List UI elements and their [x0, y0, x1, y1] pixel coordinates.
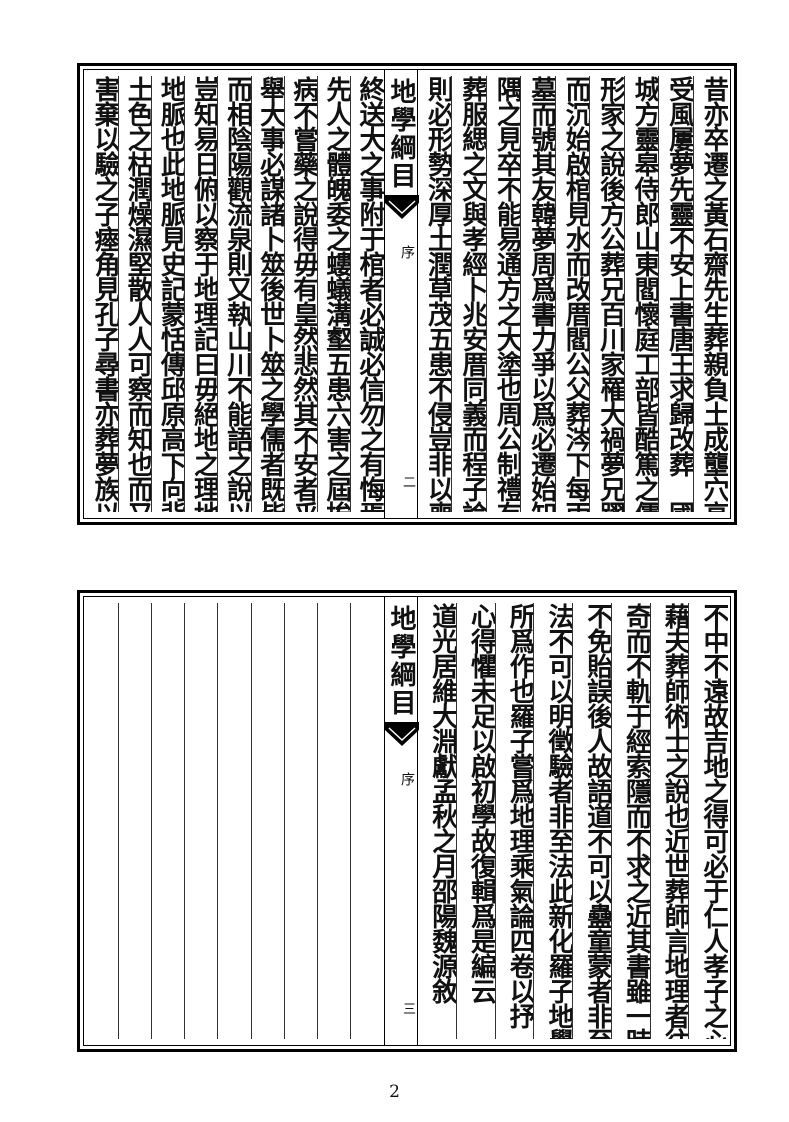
column-rule — [455, 603, 457, 1039]
text-block-right: 昔亦卒遷之黃石齋先生葬親負土成壟穴高石脊受風屢夢先靈不安上書唐王求歸改葬 國朝桐… — [418, 76, 728, 512]
text-column: 病不嘗藥之說得毋有皇然悲然其不安者乎古者 — [288, 76, 318, 512]
column-rule — [692, 76, 694, 512]
column-rule — [533, 603, 535, 1039]
text-column: 不免貽誤後人故語道不可以蠱童蒙者非至道立 — [582, 603, 612, 1039]
column-rule — [494, 603, 496, 1039]
text-column: 先人之體魄委之螻蟻溝壑五患六害之屆挨諸親 — [321, 76, 351, 512]
text-column: 豈知易日俯以察于地理記曰毋絕地之理地理卽 — [189, 76, 219, 512]
text-column: 終送大之事附于棺者必誠必信勿之有悔焉觀春 — [355, 76, 384, 512]
text-column: 昔亦卒遷之黃石齋先生葬親負土成壟穴高石脊 — [699, 76, 728, 512]
page-bottom: 地學綱目 序 三 不中不遠故吉地之得可必于仁人孝子之心而不藉夫葬師術士之說也近世… — [77, 590, 737, 1052]
column-rule — [316, 76, 318, 512]
fishtail-ornament — [385, 722, 419, 746]
text-column: 不中不遠故吉地之得可必于仁人孝子之心而不 — [699, 603, 728, 1039]
column-rule — [554, 76, 556, 512]
book-title: 地學綱目 — [386, 78, 416, 190]
center-margin: 地學綱目 序 三 — [384, 597, 419, 1045]
column-rule — [184, 603, 186, 1039]
column-rule — [250, 76, 252, 512]
page-top: 終送大之事附于棺者必誠必信勿之有悔焉觀春先人之體魄委之螻蟻溝壑五患六害之屆挨諸親… — [77, 63, 737, 525]
text-column: 藉夫葬師術士之說也近世葬師言地理者往往好 — [660, 603, 690, 1039]
folio-number: 二 — [400, 475, 415, 488]
column-rule — [610, 603, 612, 1039]
column-rule — [649, 603, 651, 1039]
text-column: 地脈也此地脈見史記蒙恬傳邱原高下向背人人可察而知也 — [156, 76, 186, 512]
column-rule — [658, 76, 660, 512]
text-column: 道光居維大淵獻孟秋之月邵陽魏源敘 — [427, 603, 457, 1003]
text-column: 而沉始啟棺見水而改厝閻公父葬涔下每雨潦繞 — [561, 76, 591, 512]
text-column: 受風屢夢先靈不安上書唐王求歸改葬 國朝桐 — [664, 76, 694, 512]
text-column: 土色之枯潤燥濕堅散人人可察而知也而又瘞角 — [123, 76, 153, 512]
page-number: 2 — [389, 1082, 400, 1102]
text-column: 葬服緦之文與孝經卜兆安厝同義而程子論葬地 — [457, 76, 487, 512]
text-block-left: 終送大之事附于棺者必誠必信勿之有悔焉觀春先人之體魄委之螻蟻溝壑五患六害之屆挨諸親… — [86, 76, 384, 512]
column-rule — [572, 603, 573, 1039]
column-rule — [250, 603, 252, 1039]
column-rule — [316, 603, 318, 1039]
folio-number: 三 — [400, 1002, 415, 1015]
text-column: 城方靈皋侍郎山東閻懷庭工部皆酷篤之儒力斥 — [630, 76, 660, 512]
section-label: 序 — [399, 245, 415, 259]
book-title: 地學綱目 — [386, 605, 416, 717]
column-rule — [283, 603, 285, 1039]
text-column: 害棄以驗之子瘞角見孔子尋書亦葬夢族以符之必誠求之 — [90, 76, 120, 512]
column-rule — [349, 76, 351, 512]
column-rule — [589, 76, 591, 512]
column-rule — [349, 603, 351, 1039]
section-label: 序 — [399, 772, 415, 786]
text-column: 心得懼未足以啟初學故復輯爲是編云 — [466, 603, 496, 1003]
column-rule — [217, 603, 219, 1039]
text-block-right: 不中不遠故吉地之得可必于仁人孝子之心而不藉夫葬師術士之說也近世葬師言地理者往往好… — [418, 603, 728, 1039]
column-rule — [520, 76, 522, 512]
blank-columns — [86, 603, 384, 1039]
text-column: 而相陰陽觀流泉則又執山川不能語之說以排之 — [222, 76, 252, 512]
text-column: 所爲作也羅子嘗爲地理乘氣論四卷以抒一家之 — [505, 603, 535, 1039]
column-rule — [118, 76, 120, 512]
text-column: 墓而號其友韓夢周爲書力爭以爲必遷始知執一 — [526, 76, 556, 512]
center-margin: 地學綱目 序 二 — [384, 70, 419, 518]
fishtail-ornament — [385, 195, 419, 219]
column-rule — [217, 76, 219, 512]
column-rule — [623, 76, 625, 512]
text-column: 形家之說後方公葬兄百川家罹大禍夢兄躍大水 — [595, 76, 625, 512]
text-column: 則必形勢深厚土潤草茂五患不侵豈非以喪禮慎 — [423, 76, 453, 512]
column-rule — [151, 603, 153, 1039]
column-rule — [184, 76, 186, 512]
text-column: 法不可以明徵驗者非至法此新化羅子地學綱目 — [544, 603, 573, 1039]
text-column: 舉大事必謀諸卜筮後世卜筮之學儒者既皆不習 — [255, 76, 285, 512]
column-rule — [688, 603, 690, 1039]
column-rule — [451, 76, 453, 512]
text-column: 隅之見卒不能易通方之大塗也周公制禮有改 — [492, 76, 522, 512]
column-rule — [485, 76, 487, 512]
column-rule — [151, 76, 153, 512]
column-rule — [283, 76, 285, 512]
column-rule — [118, 603, 120, 1039]
text-column: 奇而不軌于經索隱而不求之近其書雖一時盛行 — [621, 603, 651, 1039]
